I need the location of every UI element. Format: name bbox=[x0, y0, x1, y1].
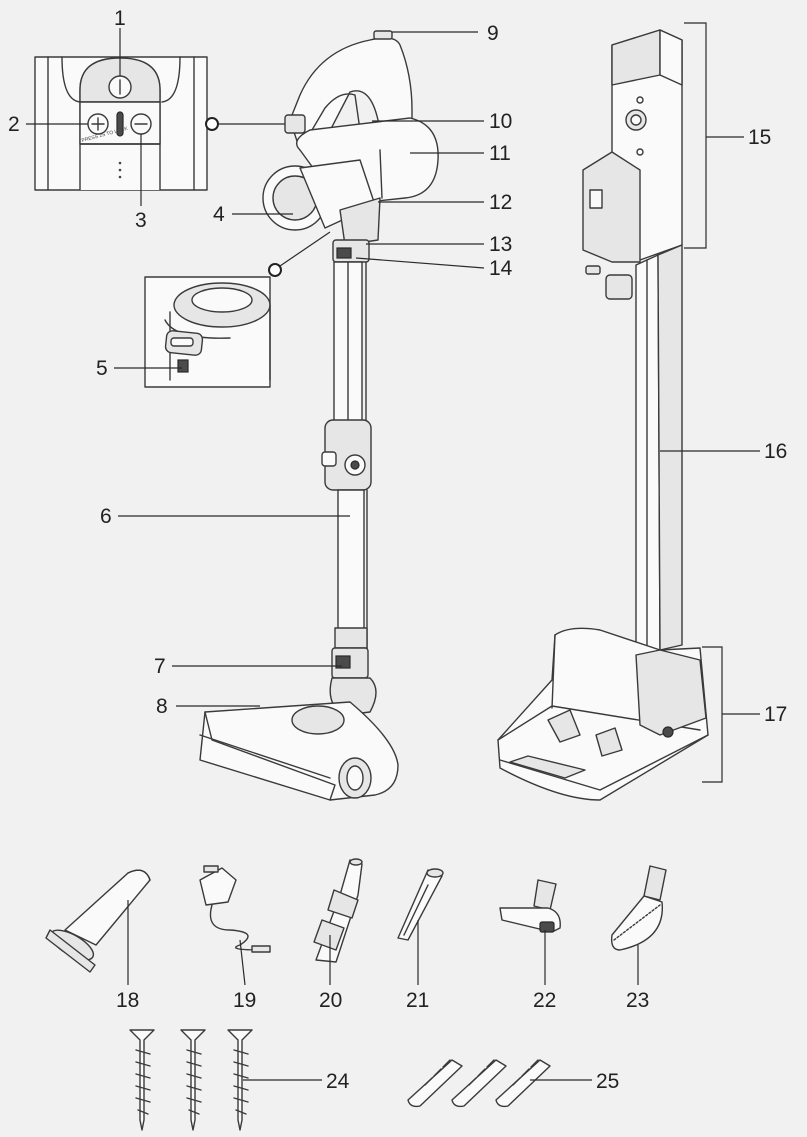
label-22: 22 bbox=[533, 989, 556, 1012]
label-6: 6 bbox=[100, 505, 112, 528]
battery-release-inset bbox=[144, 231, 331, 388]
label-14: 14 bbox=[489, 257, 513, 280]
battery-pack bbox=[45, 869, 151, 973]
battery-release-button bbox=[177, 359, 189, 373]
leader-lines bbox=[26, 28, 760, 1081]
dusting-brush bbox=[610, 865, 667, 951]
label-12: 12 bbox=[489, 191, 512, 214]
label-16: 16 bbox=[764, 440, 787, 463]
label-24: 24 bbox=[326, 1070, 350, 1093]
label-23: 23 bbox=[626, 989, 649, 1012]
label-9: 9 bbox=[487, 22, 499, 45]
label-8: 8 bbox=[156, 695, 168, 718]
label-21: 21 bbox=[406, 989, 429, 1012]
label-17: 17 bbox=[764, 703, 787, 726]
label-4: 4 bbox=[213, 203, 225, 226]
label-15: 15 bbox=[748, 126, 771, 149]
label-20: 20 bbox=[319, 989, 342, 1012]
label-25: 25 bbox=[596, 1070, 619, 1093]
label-19: 19 bbox=[233, 989, 256, 1012]
wall-plugs bbox=[407, 1059, 551, 1108]
stick-vacuum bbox=[199, 30, 439, 801]
label-18: 18 bbox=[116, 989, 139, 1012]
wall-dock bbox=[497, 29, 709, 801]
label-3: 3 bbox=[135, 209, 147, 232]
label-10: 10 bbox=[489, 110, 512, 133]
label-7: 7 bbox=[154, 655, 166, 678]
part-numbers: 1 2 3 4 5 6 7 8 9 10 11 12 13 14 15 16 1… bbox=[8, 7, 787, 1093]
label-11: 11 bbox=[489, 142, 511, 165]
control-panel-inset: PRESS 2S TO LOCK bbox=[34, 56, 290, 191]
mini-brush bbox=[499, 879, 561, 933]
label-2: 2 bbox=[8, 113, 20, 136]
charger-adapter bbox=[199, 865, 271, 953]
label-13: 13 bbox=[489, 233, 512, 256]
screws bbox=[129, 1029, 253, 1131]
crevice-tool bbox=[397, 868, 444, 941]
label-5: 5 bbox=[96, 357, 108, 380]
tool-adapter bbox=[313, 858, 363, 963]
label-1: 1 bbox=[114, 7, 126, 30]
power-level-indicator bbox=[116, 111, 124, 137]
